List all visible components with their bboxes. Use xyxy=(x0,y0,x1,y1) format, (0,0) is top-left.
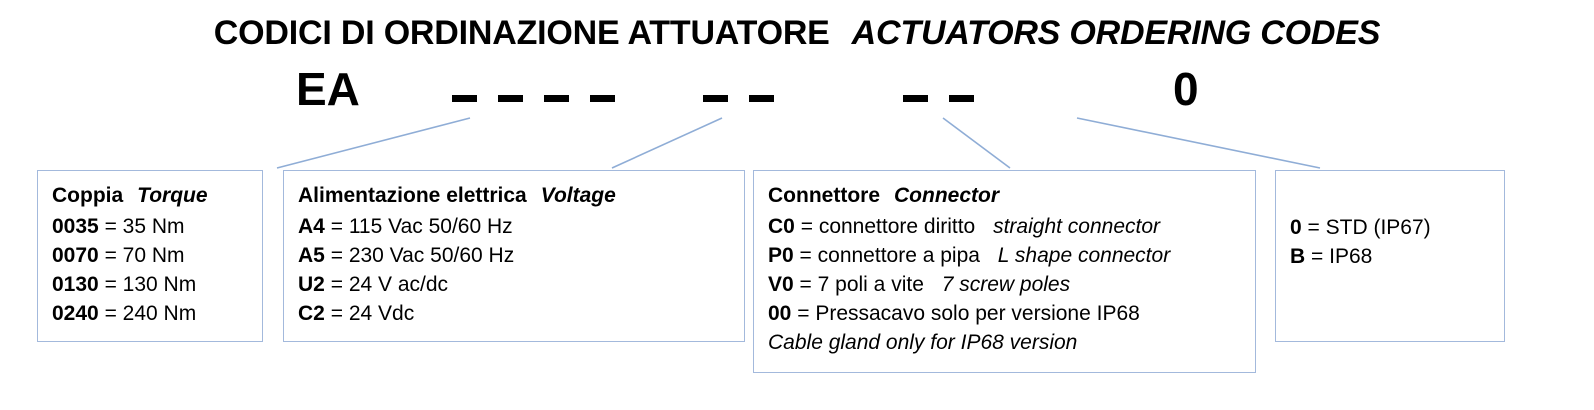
box-connector-heading-it: Connettore xyxy=(768,184,880,207)
option-desc: Pressacavo solo per versione IP68 xyxy=(815,302,1140,325)
table-row: B = IP68 xyxy=(1290,242,1504,271)
table-row: 0240 = 240 Nm xyxy=(52,299,262,328)
box-voltage-heading-it: Alimentazione elettrica xyxy=(298,184,527,207)
box-voltage-heading: Alimentazione elettrica Voltage xyxy=(298,181,744,211)
equals-sign: = xyxy=(799,273,812,296)
option-desc-en: L shape connector xyxy=(997,244,1171,267)
option-code: P0 xyxy=(768,244,794,267)
table-row: V0 = 7 poli a vite 7 screw poles xyxy=(768,270,1255,299)
code-dash-5 xyxy=(703,95,728,102)
equals-sign: = xyxy=(1311,245,1324,268)
code-dash-8 xyxy=(949,95,974,102)
equals-sign: = xyxy=(800,215,813,238)
equals-sign: = xyxy=(330,215,343,238)
table-row: 0035 = 35 Nm xyxy=(52,212,262,241)
equals-sign: = xyxy=(104,273,117,296)
code-pattern: EA 0 xyxy=(0,66,1594,118)
leader-line-protection xyxy=(1076,117,1321,169)
equals-sign: = xyxy=(330,244,343,267)
box-connector-heading-en: Connector xyxy=(894,184,999,207)
table-row: 0070 = 70 Nm xyxy=(52,241,262,270)
option-code: 0070 xyxy=(52,244,99,267)
table-row: P0 = connettore a pipa L shape connector xyxy=(768,241,1255,270)
option-code: 0 xyxy=(1290,216,1302,239)
box-torque: Coppia Torque 0035 = 35 Nm 0070 = 70 Nm 0… xyxy=(37,170,263,342)
option-desc: 7 poli a vite xyxy=(817,273,924,296)
equals-sign: = xyxy=(330,273,343,296)
box-voltage: Alimentazione elettrica Voltage A4 = 115 … xyxy=(283,170,745,342)
option-code: V0 xyxy=(768,273,794,296)
option-code: 0240 xyxy=(52,302,99,325)
table-row: 0130 = 130 Nm xyxy=(52,270,262,299)
option-desc: connettore a pipa xyxy=(817,244,980,267)
code-dash-4 xyxy=(590,95,615,102)
code-prefix: EA xyxy=(296,63,360,115)
option-code: 0130 xyxy=(52,273,99,296)
title-english: ACTUATORS ORDERING CODES xyxy=(851,14,1381,52)
box-voltage-heading-en: Voltage xyxy=(540,184,616,207)
option-desc: 70 Nm xyxy=(122,244,185,267)
option-code: C2 xyxy=(298,302,325,325)
option-desc: 24 V ac/dc xyxy=(348,273,449,296)
option-code: 0035 xyxy=(52,215,99,238)
option-desc: 24 Vdc xyxy=(348,302,415,325)
option-desc: STD (IP67) xyxy=(1325,216,1431,239)
title-italian: CODICI DI ORDINAZIONE ATTUATORE xyxy=(213,14,830,52)
code-dash-6 xyxy=(749,95,774,102)
option-desc-en: straight connector xyxy=(993,215,1161,238)
box-torque-heading-en: Torque xyxy=(137,184,208,207)
option-desc: 35 Nm xyxy=(122,215,185,238)
table-row: 0 = STD (IP67) xyxy=(1290,213,1504,242)
leader-line-voltage xyxy=(611,117,723,169)
code-dash-1 xyxy=(452,95,477,102)
box-protection: 0 = STD (IP67) B = IP68 xyxy=(1275,170,1505,342)
option-code: U2 xyxy=(298,273,325,296)
option-desc: 240 Nm xyxy=(122,302,197,325)
option-desc: 230 Vac 50/60 Hz xyxy=(348,244,515,267)
table-row: C0 = connettore diritto straight connect… xyxy=(768,212,1255,241)
equals-sign: = xyxy=(797,302,810,325)
box-torque-heading-it: Coppia xyxy=(52,184,124,207)
table-row: A4 = 115 Vac 50/60 Hz xyxy=(298,212,744,241)
option-code: A4 xyxy=(298,215,325,238)
option-code: A5 xyxy=(298,244,325,267)
page-title: CODICI DI ORDINAZIONE ATTUATORE ACTUATORS… xyxy=(0,14,1594,53)
table-row: U2 = 24 V ac/dc xyxy=(298,270,744,299)
box-connector: Connettore Connector C0 = connettore diri… xyxy=(753,170,1256,373)
option-code: 00 xyxy=(768,302,792,325)
equals-sign: = xyxy=(1307,216,1320,239)
leader-line-torque xyxy=(276,117,471,169)
option-desc-en: 7 screw poles xyxy=(941,273,1071,296)
box-torque-heading: Coppia Torque xyxy=(52,181,262,211)
equals-sign: = xyxy=(799,244,812,267)
option-code: B xyxy=(1290,245,1306,268)
option-desc: IP68 xyxy=(1329,245,1373,268)
table-row: C2 = 24 Vdc xyxy=(298,299,744,328)
equals-sign: = xyxy=(104,244,117,267)
equals-sign: = xyxy=(330,302,343,325)
equals-sign: = xyxy=(104,302,117,325)
box-connector-heading: Connettore Connector xyxy=(768,181,1255,211)
option-desc: connettore diritto xyxy=(818,215,976,238)
option-code: C0 xyxy=(768,215,795,238)
code-suffix: 0 xyxy=(1173,63,1199,115)
option-desc: 130 Nm xyxy=(122,273,197,296)
connector-note: Cable gland only for IP68 version xyxy=(768,331,1078,354)
table-row: A5 = 230 Vac 50/60 Hz xyxy=(298,241,744,270)
code-dash-3 xyxy=(544,95,569,102)
leader-line-connector xyxy=(942,117,1011,169)
option-desc: 115 Vac 50/60 Hz xyxy=(348,215,513,238)
table-row: 00 = Pressacavo solo per versione IP68 xyxy=(768,299,1255,328)
code-dash-7 xyxy=(903,95,928,102)
equals-sign: = xyxy=(104,215,117,238)
code-dash-2 xyxy=(498,95,523,102)
